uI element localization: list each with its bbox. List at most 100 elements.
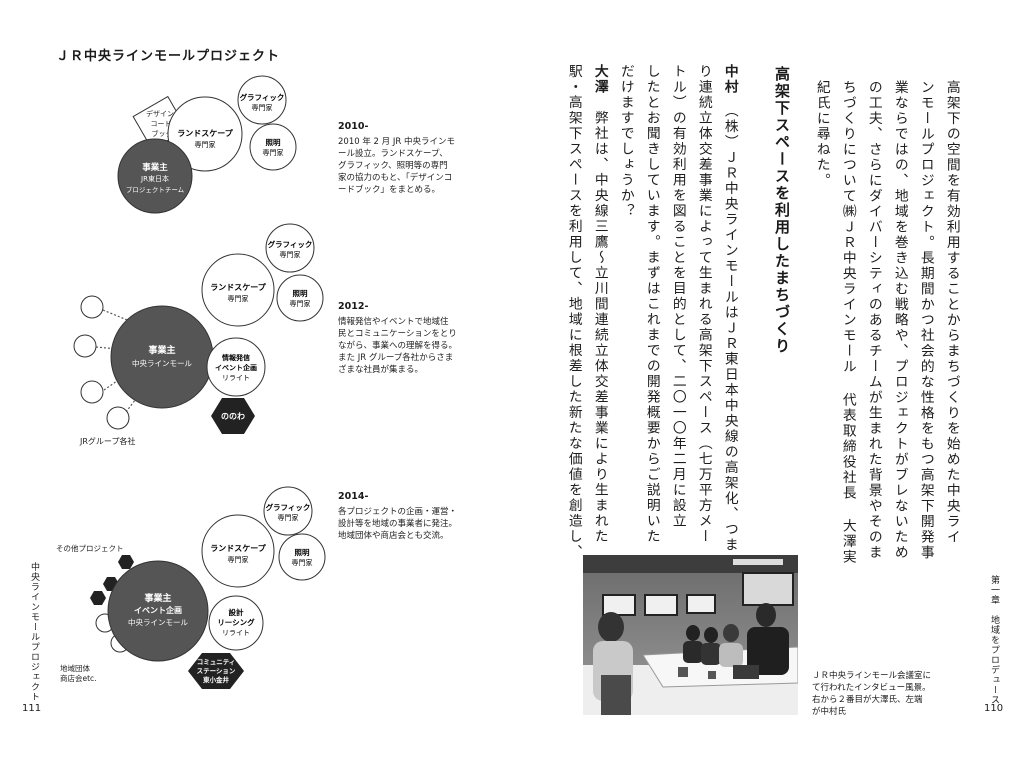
landscape-sub: 専門家 (228, 294, 249, 303)
intro-column: 高架下の空間を有効利用することからまちづくりを始めた中央ライ (943, 80, 960, 545)
graphic-sub: 専門家 (252, 103, 273, 112)
lighting-label: 照明 (295, 548, 310, 557)
intro-column: 紀氏に尋ねた。 (813, 80, 830, 189)
lighting-sub: 専門家 (290, 299, 311, 308)
owner-sub: 中央ラインモール (132, 358, 192, 368)
note-text: 各プロジェクトの企画・運営・ 設計等を地域の事業者に発注。 地域団体や商店会とも… (338, 507, 458, 541)
org-diagram-2010: デザイン コード ブック ランドスケープ 専門家 グラフィック 専門家 照明 専… (117, 75, 297, 214)
dialogue-text: り連続立体交差事業によって生まれる高架下スペース（七万平方メー (695, 64, 712, 545)
graphic-circle (237, 75, 287, 125)
other-projects-label: その他プロジェクト (56, 543, 124, 553)
note-2012: 2012- 情報発信やイベントで地域住 民とコミュニケーションをとり ながら、事… (338, 300, 468, 376)
dialogue-text: 弊社は、中央線三鷹～立川間連続立体交差事業により生まれた (591, 110, 608, 545)
intro-column: ンモールプロジェクト。長期間かつ社会的な性格をもつ高架下開発事 (917, 80, 934, 561)
dialogue-text: （株）ＪＲ中央ラインモールはＪＲ東日本中央線の高架化、つま (721, 110, 738, 554)
community-label: コミュニティ (197, 658, 236, 666)
landscape-label: ランドスケープ (177, 128, 234, 138)
pr-sub: リライト (222, 374, 250, 382)
jr-group-circle (106, 406, 130, 430)
graphic-label: グラフィック (266, 502, 311, 512)
speaker-name: 大澤 (591, 64, 608, 95)
lighting-circle (249, 123, 297, 171)
dialogue-column: 駅・高架下スペースを利用して、地域に根差した新たな価値を創造し、 (565, 64, 582, 560)
owner-label: 事業主 (142, 162, 168, 173)
landscape-circle (201, 253, 275, 327)
dialogue-text: 駅・高架下スペースを利用して、地域に根差した新たな価値を創造し、 (565, 64, 582, 560)
design-label: リーシング (217, 617, 255, 627)
landscape-label: ランドスケープ (210, 543, 267, 553)
design-code-line: デザイン (146, 109, 174, 118)
owner-sub: イベント企画 (134, 605, 182, 615)
lighting-circle (278, 533, 326, 581)
community-station-hexagon (188, 653, 244, 689)
landscape-circle (201, 514, 275, 588)
nonowa-label: ののわ (221, 412, 245, 421)
nonowa-hexagon (211, 398, 255, 434)
note-text: 情報発信やイベントで地域住 民とコミュニケーションをとり ながら、事業への理解を… (338, 317, 458, 375)
lighting-label: 照明 (266, 138, 281, 147)
note-year: 2012- (338, 301, 369, 312)
lighting-sub: 専門家 (292, 558, 313, 567)
right-page-number: 110 (984, 703, 1004, 714)
intro-column: 業ならではの、地域を巻き込む戦略や、プロジェクトがブレないため (891, 80, 908, 561)
note-2010: 2010- 2010 年 2 月 JR 中央ラインモ ール設立。ランドスケープ、… (338, 120, 468, 196)
jr-group-circle (80, 295, 104, 319)
graphic-circle (265, 223, 315, 273)
dialogue-column: り連続立体交差事業によって生まれる高架下スペース（七万平方メー (695, 64, 712, 545)
landscape-sub: 専門家 (228, 555, 249, 564)
dialogue-column: だけますでしょうか？ (618, 64, 634, 219)
jr-group-circle (80, 380, 104, 404)
community-label: ステーション (197, 667, 236, 675)
intro-column: の工夫、さらにダイバーシティのあるチームが生まれた背景やそのま (865, 80, 882, 561)
right-side-label: 第一章 地域をプロデュース (989, 575, 999, 705)
dialogue-column: したとお聞きしています。まずはこれまでの開発概要からご説明いた (643, 64, 660, 545)
owner-sub: 中央ラインモール (128, 617, 188, 627)
landscape-label: ランドスケープ (210, 282, 267, 292)
left-page-number: 111 (22, 703, 42, 714)
design-code-line: ブック (152, 129, 173, 138)
owner-label: 事業主 (148, 344, 175, 356)
page-title: ＪＲ中央ラインモールプロジェクト (56, 49, 281, 64)
lighting-circle (276, 274, 324, 322)
org-diagram-2014: その他プロジェクト 地域団体 商店会etc. ランドスケープ 専門家 グラフィッ… (56, 486, 326, 689)
dialogue-text: したとお聞きしています。まずはこれまでの開発概要からご説明いた (643, 64, 660, 545)
dialogue-column: 大澤 弊社は、中央線三鷹～立川間連続立体交差事業により生まれた (591, 64, 608, 545)
left-side-label: 中央ラインモールプロジェクト (29, 562, 39, 702)
owner-circle (107, 560, 209, 662)
owner-sub: プロジェクトチーム (126, 186, 185, 194)
local-groups-label: 商店会etc. (60, 673, 97, 683)
owner-label: 事業主 (144, 592, 171, 604)
org-diagram-2012: ランドスケープ 専門家 グラフィック 専門家 照明 専門家 事業主 中央ラインモ… (73, 223, 324, 446)
other-project-hexagon (118, 555, 134, 569)
pr-circle (206, 337, 266, 397)
graphic-sub: 専門家 (278, 513, 299, 522)
landscape-sub: 専門家 (195, 140, 216, 149)
owner-sub: JR東日本 (140, 174, 169, 183)
note-year: 2014- (338, 491, 369, 502)
note-2014: 2014- 各プロジェクトの企画・運営・ 設計等を地域の事業者に発注。 地域団体… (338, 490, 468, 542)
note-text: 2010 年 2 月 JR 中央ラインモ ール設立。ランドスケープ、 グラフィッ… (338, 137, 455, 195)
owner-circle (117, 138, 193, 214)
landscape-circle (167, 96, 243, 172)
speaker-name: 中村 (721, 64, 738, 95)
pr-label: 情報発信 (222, 353, 250, 362)
dialogue-column: 中村 （株）ＪＲ中央ラインモールはＪＲ東日本中央線の高架化、つま (721, 64, 738, 554)
design-code-line: コード (151, 120, 172, 128)
photo-caption: ＪＲ中央ラインモール会議室に て行われたインタビュー風景。 右から２番目が大澤氏… (812, 671, 932, 717)
graphic-label: グラフィック (240, 92, 285, 102)
owner-circle (110, 305, 214, 409)
design-sub: リライト (222, 629, 250, 637)
jr-group-circle (73, 334, 97, 358)
section-heading: 高架下スペースを利用したまちづくり (773, 66, 791, 355)
graphic-label: グラフィック (268, 239, 313, 249)
design-leasing-circle (208, 595, 264, 651)
local-groups-label: 地域団体 (60, 663, 90, 673)
dialogue-column: トル）の有効利用を図ることを目的として、二〇一〇年二月に設立 (670, 64, 686, 529)
design-label: 設計 (229, 607, 244, 617)
interview-photo (583, 555, 798, 715)
lighting-sub: 専門家 (263, 148, 284, 157)
pr-label: イベント企画 (215, 363, 257, 372)
other-project-hexagon (90, 591, 106, 605)
intro-column: ちづくりについて㈱ＪＲ中央ラインモール 代表取締役社長 大澤実 (839, 80, 856, 565)
graphic-sub: 専門家 (280, 250, 301, 259)
